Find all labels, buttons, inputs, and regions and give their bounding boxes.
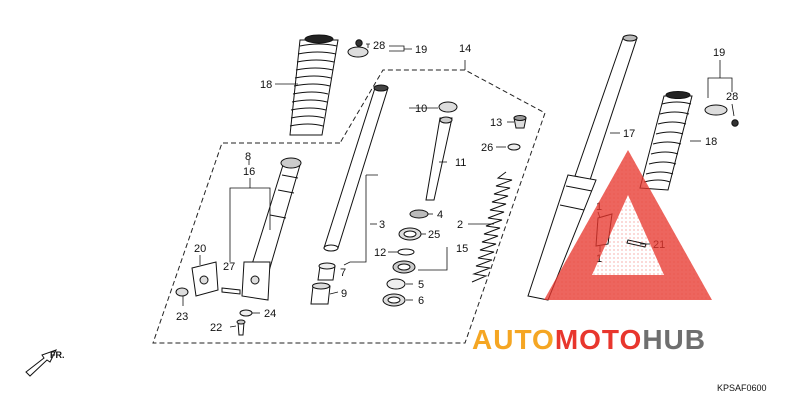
callout-26: 26	[481, 142, 493, 154]
callout-15: 15	[456, 243, 468, 255]
dust-seal-6	[382, 293, 406, 307]
callout-12: 12	[374, 247, 386, 259]
watermark-auto: AUTO	[472, 324, 555, 355]
callout-28-left: 28	[373, 40, 385, 52]
callout-14: 14	[459, 43, 471, 55]
fork-bolt-13	[513, 115, 527, 129]
assembly-boundary	[152, 69, 546, 344]
piston-ring-4	[409, 209, 429, 219]
callout-13: 13	[490, 117, 502, 129]
clip-band-left	[347, 39, 369, 58]
callout-10: 10	[415, 103, 427, 115]
fork-slider-left	[241, 157, 302, 301]
oil-lock-piece	[310, 282, 331, 305]
slide-bushing-5	[386, 278, 406, 290]
callout-17: 17	[623, 128, 635, 140]
callout-4: 4	[437, 209, 443, 221]
fork-assembly-right	[527, 34, 638, 301]
callout-20: 20	[194, 243, 206, 255]
axle-holder	[191, 261, 219, 297]
callout-24: 24	[264, 308, 276, 320]
callout-25: 25	[428, 229, 440, 241]
washer-24	[239, 309, 253, 317]
watermark-brand: AUTOMOTOHUB	[472, 324, 706, 355]
fork-spring	[471, 171, 513, 283]
callout-3: 3	[379, 219, 385, 231]
watermark-moto: MOTO	[555, 324, 642, 355]
bolt-22	[236, 319, 246, 336]
callout-18-right: 18	[705, 136, 717, 148]
fork-pipe	[323, 84, 389, 252]
callout-5: 5	[418, 279, 424, 291]
callout-23: 23	[176, 311, 188, 323]
callout-7: 7	[340, 267, 346, 279]
callout-8: 8	[245, 151, 251, 163]
callout-9: 9	[341, 288, 347, 300]
back-up-ring	[392, 260, 416, 274]
direction-label: FR.	[50, 350, 65, 360]
clip-12	[397, 248, 415, 256]
dust-boot-right	[639, 91, 693, 191]
callout-6: 6	[418, 295, 424, 307]
clip-band-right	[704, 104, 739, 127]
callout-11: 11	[455, 157, 466, 169]
bolt-27	[221, 287, 241, 295]
dust-boot-left	[289, 34, 339, 136]
o-ring-26	[507, 143, 521, 151]
callout-16: 16	[243, 166, 255, 178]
callout-19-right: 19	[713, 47, 725, 59]
callout-27: 27	[223, 261, 235, 273]
callout-19-left: 19	[415, 44, 427, 56]
slide-bushing	[317, 262, 336, 281]
watermark-logo	[544, 150, 712, 300]
damper-rod-11	[425, 116, 453, 201]
callout-28-right: 28	[726, 91, 738, 103]
callout-2: 2	[457, 219, 463, 231]
oil-seal-25	[398, 227, 422, 241]
callout-22: 22	[210, 322, 222, 334]
front-direction-arrow: FR.	[25, 349, 65, 377]
watermark-hub: HUB	[642, 324, 706, 355]
nut-23	[175, 287, 189, 297]
diagram-code: KPSAF0600	[717, 383, 767, 393]
callout-18-left: 18	[260, 79, 272, 91]
bolt-10	[438, 101, 458, 113]
